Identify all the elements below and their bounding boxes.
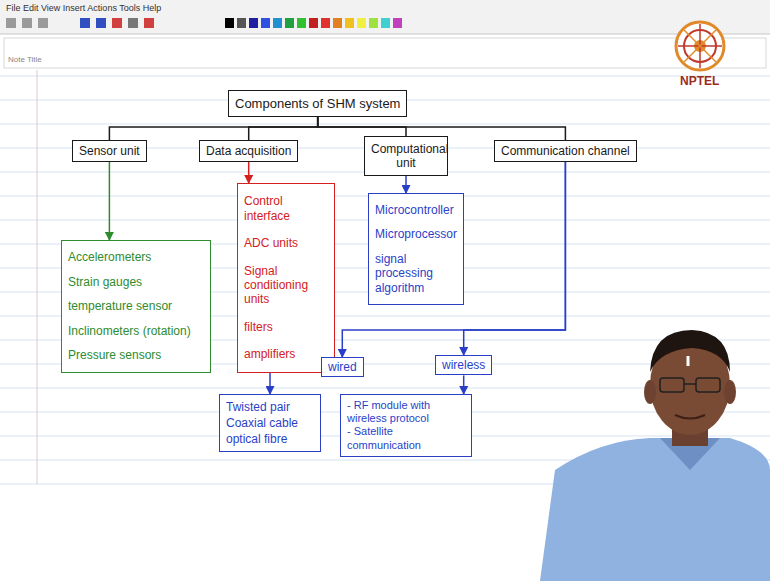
node-text: Computational unit — [371, 142, 441, 171]
sensor-list-box: AccelerometersStrain gauges temperature s… — [61, 240, 211, 373]
node-text: Pressure sensors — [68, 348, 204, 362]
connector — [463, 375, 465, 394]
title-box: Components of SHM system — [228, 90, 407, 117]
node-text: wired — [328, 360, 357, 374]
ruled-lines — [0, 76, 770, 484]
category-box: Sensor unit — [72, 140, 147, 162]
toolbar — [0, 0, 770, 34]
category-box: Communication channel — [494, 140, 637, 162]
node-text: temperature sensor — [68, 299, 204, 313]
channel-type-box: wired — [321, 357, 364, 377]
node-text: Control interface — [244, 194, 328, 223]
node-text: Microprocessor — [375, 227, 457, 241]
connector — [248, 162, 250, 183]
note-title-area — [4, 38, 766, 68]
connector — [109, 117, 317, 140]
toolbar-edge — [0, 34, 770, 35]
computation-list-box: MicrocontrollerMicroprocessor signal proc… — [368, 193, 464, 305]
channel-type-box: wireless — [435, 355, 492, 375]
node-text: Twisted pair — [226, 400, 314, 414]
node-text: Strain gauges — [68, 275, 204, 289]
node-text: Coaxial cable — [226, 416, 314, 430]
nptel-logo — [676, 22, 724, 70]
connector — [249, 117, 318, 140]
wireless-media-box: - RF module with wireless protocol- Sate… — [340, 394, 472, 457]
connector — [342, 162, 565, 357]
margin-line — [37, 70, 38, 484]
presenter-figure — [540, 330, 770, 581]
node-text: filters — [244, 320, 328, 334]
node-text: wireless — [442, 358, 485, 372]
node-text: Components of SHM system — [235, 96, 400, 112]
category-box: Computational unit — [364, 136, 448, 176]
node-text: amplifiers — [244, 347, 328, 361]
node-text: Sensor unit — [79, 144, 140, 158]
connector — [464, 162, 566, 355]
connector — [405, 176, 407, 193]
node-text: Microcontroller — [375, 203, 457, 217]
menu-bar-text: File Edit View Insert Actions Tools Help — [6, 3, 161, 14]
connector — [109, 162, 111, 240]
node-text: Communication channel — [501, 144, 630, 158]
node-text: Accelerometers — [68, 250, 204, 264]
node-text: optical fibre — [226, 432, 314, 446]
acquisition-list-box: Control interfaceADC unitsSignal conditi… — [237, 183, 335, 373]
note-title-text: Note Title — [8, 55, 42, 65]
wired-media-box: Twisted pairCoaxial cable optical fibre — [219, 394, 321, 452]
node-text: ADC units — [244, 236, 328, 250]
node-text: Signal conditioning units — [244, 264, 328, 307]
node-text: - Satellite communication — [347, 425, 465, 451]
node-text: Inclinometers (rotation) — [68, 324, 204, 338]
node-text: - RF module with wireless protocol — [347, 399, 465, 425]
category-box: Data acquisition — [199, 140, 298, 162]
node-text: Data acquisition — [206, 144, 291, 158]
node-text: signal processing algorithm — [375, 252, 457, 295]
toolbar-icons — [6, 18, 402, 28]
logo-text: NPTEL — [680, 74, 719, 88]
